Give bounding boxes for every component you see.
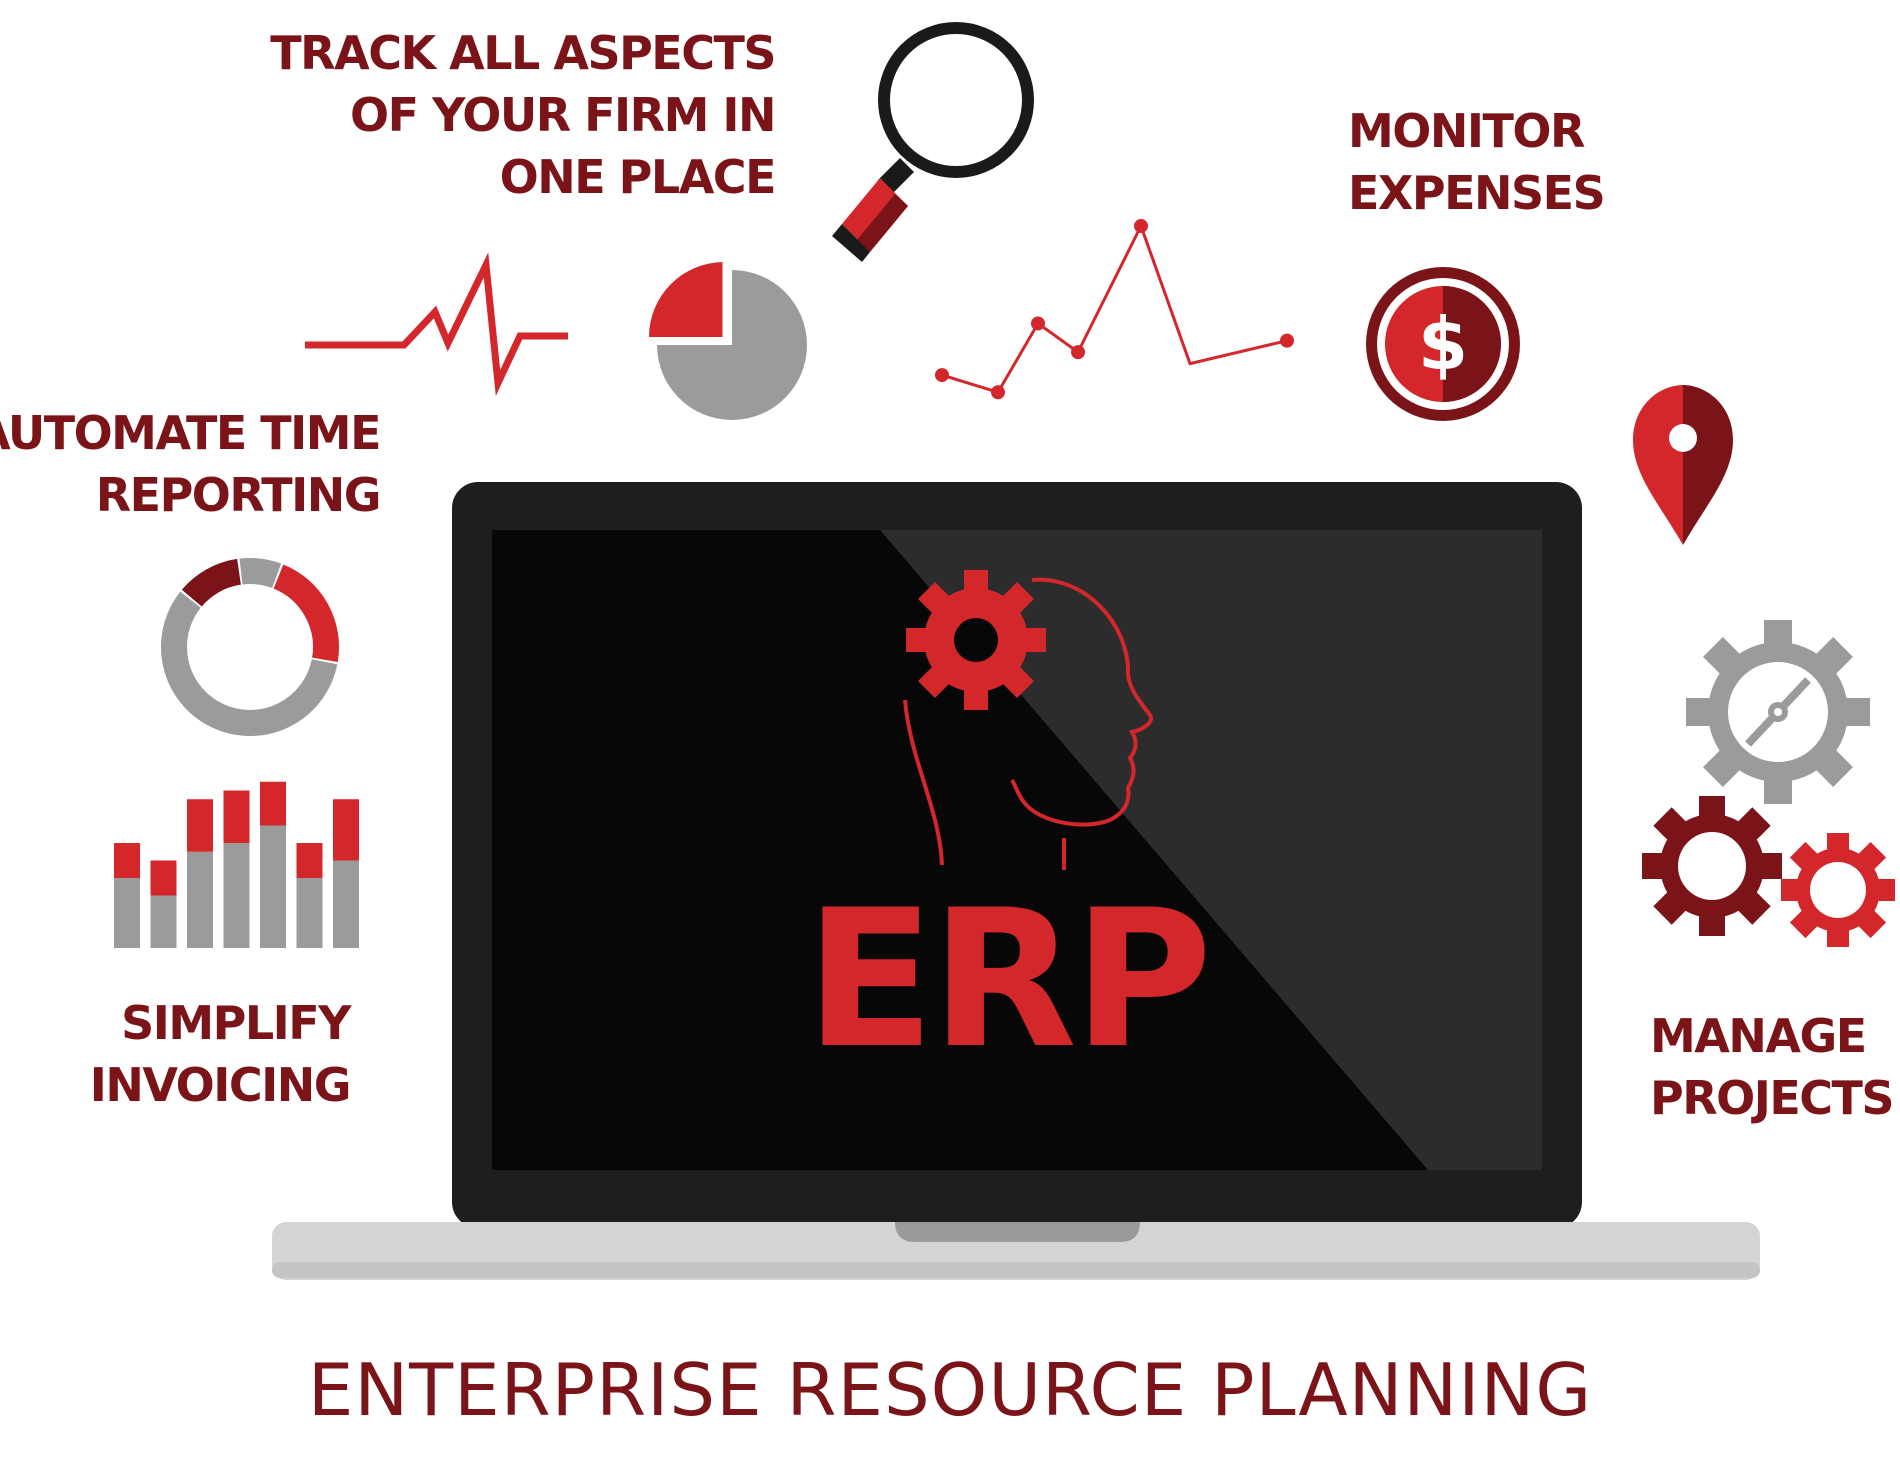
bar-segment <box>187 851 213 948</box>
bar-segment <box>223 843 250 948</box>
line-point <box>1031 316 1045 331</box>
bar-segment <box>333 860 359 948</box>
bar-segment <box>260 781 286 826</box>
donut-segment <box>239 558 282 589</box>
laptop-icon <box>272 482 1760 1280</box>
line-point <box>1071 345 1085 360</box>
bar-segment <box>150 860 177 896</box>
label-line: TRACK ALL ASPECTS <box>270 26 776 80</box>
head-back-line <box>903 699 944 866</box>
bar-chart-icon <box>114 781 359 948</box>
line-point <box>935 368 949 383</box>
heartbeat-icon <box>305 252 568 396</box>
line-point <box>1280 333 1294 348</box>
label-monitor-expenses: MONITOR EXPENSES <box>1348 100 1606 224</box>
label-line: ONE PLACE <box>499 150 777 204</box>
label-line: OF YOUR FIRM IN <box>350 88 776 142</box>
bar-segment <box>296 878 323 948</box>
dollar-symbol: $ <box>1417 302 1469 386</box>
location-pin-icon <box>1633 385 1733 545</box>
label-simplify-invoicing: SIMPLIFY INVOICING <box>89 992 352 1116</box>
erp-logo-text: ERP <box>805 869 1212 1090</box>
line-series <box>941 222 1288 395</box>
bar-segment <box>333 799 359 861</box>
pie-slice <box>649 262 724 337</box>
bar-segment <box>114 843 140 878</box>
dollar-coin-icon <box>1366 267 1520 421</box>
bar-segment <box>260 825 286 948</box>
gear-icon <box>906 570 1046 710</box>
bar-segment <box>114 878 140 948</box>
donut-segment <box>181 558 242 607</box>
head-gear-icon <box>903 570 1154 870</box>
label-line: MANAGE <box>1650 1009 1867 1063</box>
laptop-notch <box>895 1222 1140 1242</box>
label-line: INVOICING <box>89 1058 352 1112</box>
line-point <box>1134 219 1148 233</box>
laptop-base-edge <box>272 1262 1760 1278</box>
label-line: PROJECTS <box>1650 1071 1895 1125</box>
screen-glare <box>880 530 1542 1170</box>
label-track-all-aspects: TRACK ALL ASPECTS OF YOUR FIRM IN ONE PL… <box>270 22 777 208</box>
gear-large-icon <box>1686 620 1870 804</box>
footer-title: ENTERPRISE RESOURCE PLANNING <box>307 1348 1593 1432</box>
label-automate-time-reporting: AUTOMATE TIME REPORTING <box>0 402 382 526</box>
donut-segment <box>161 591 338 736</box>
label-manage-projects: MANAGE PROJECTS <box>1650 1005 1895 1129</box>
label-line: SIMPLIFY <box>121 996 351 1050</box>
bar-segment <box>150 895 177 948</box>
line-chart-icon <box>935 219 1294 400</box>
donut-segment <box>273 564 339 662</box>
pie-slice <box>657 270 807 420</box>
head-profile <box>1010 577 1154 827</box>
bar-segment <box>223 790 250 843</box>
gear-medium-icon <box>1642 796 1782 936</box>
line-point <box>991 385 1005 400</box>
gears-icon <box>1642 620 1895 947</box>
label-line: AUTOMATE TIME <box>0 406 381 460</box>
magnifier-icon <box>832 22 1034 262</box>
label-line: MONITOR <box>1348 104 1585 158</box>
pie-icon <box>649 262 807 420</box>
label-line: EXPENSES <box>1348 166 1606 220</box>
bar-segment <box>187 799 213 852</box>
gear-small-icon <box>1781 833 1895 947</box>
donut-icon <box>161 558 339 736</box>
label-line: REPORTING <box>95 468 382 522</box>
bar-segment <box>296 843 323 878</box>
